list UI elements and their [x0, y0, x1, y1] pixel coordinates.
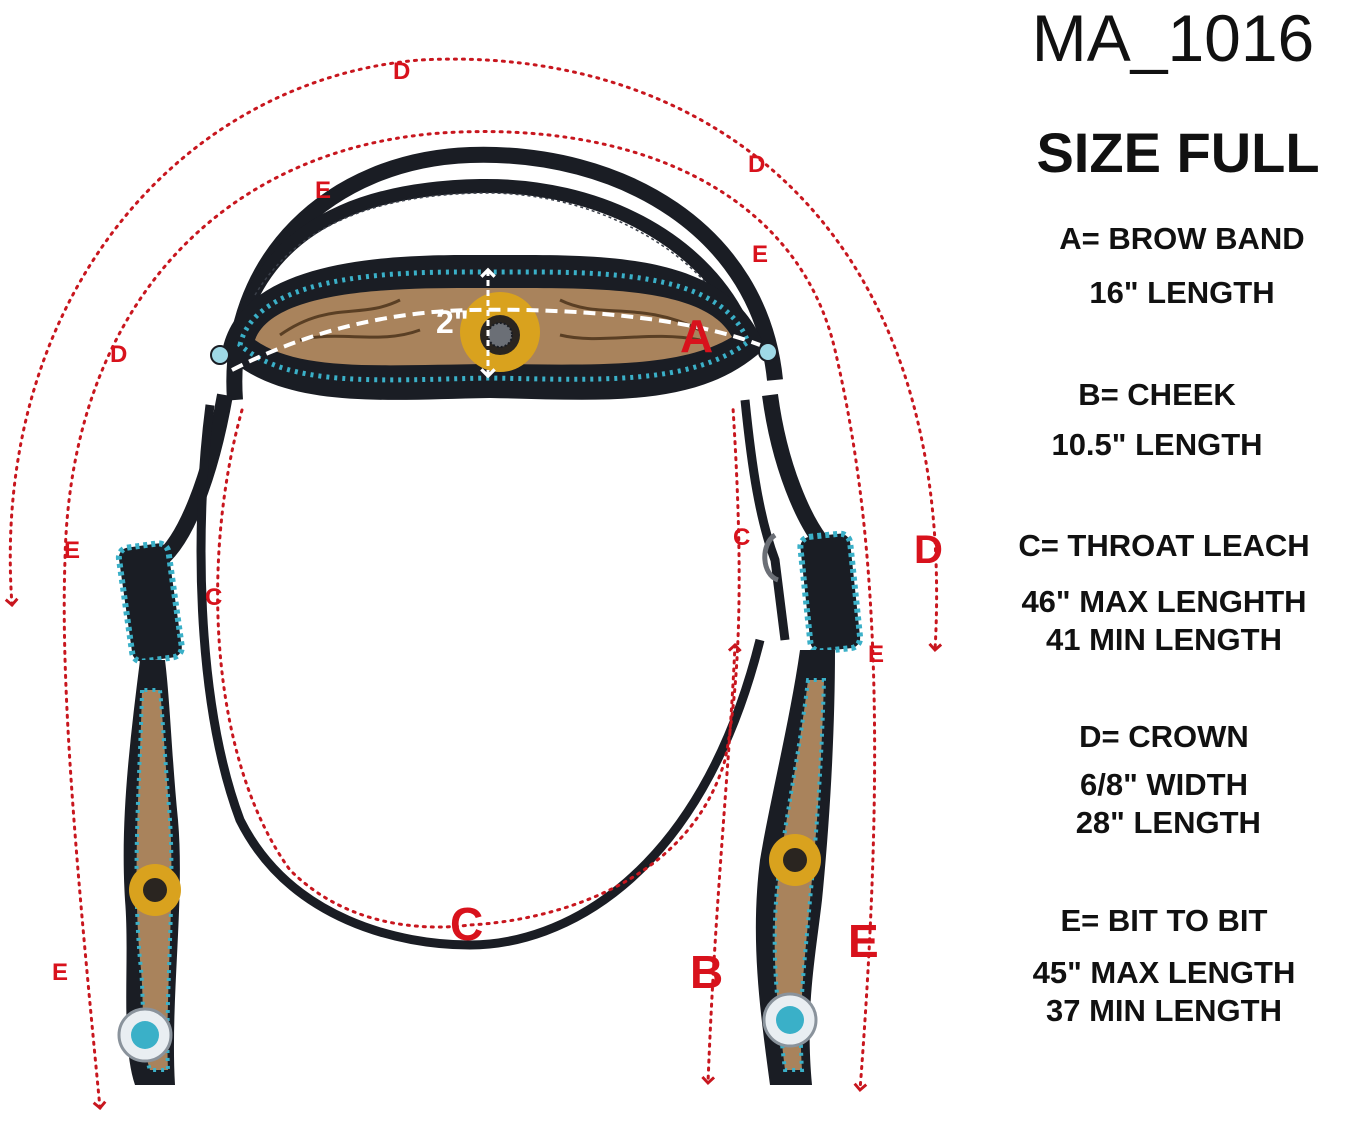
spec-bit-to-bit: E= BIT TO BIT 45" MAX LENGTH 37 MIN LENG… [982, 902, 1346, 1030]
spec-line: 46" MAX LENGHTH [1021, 584, 1307, 619]
measure-d-arc [4, 57, 943, 653]
left-cheek-piece [115, 393, 233, 1085]
label-e-top-right: E [752, 241, 768, 268]
spec-heading: B= CHEEK [1078, 377, 1236, 412]
label-brow-width: 2" [436, 304, 469, 340]
label-c-bottom: C [450, 898, 483, 950]
label-d-top: D [393, 58, 410, 85]
spec-line: 28" LENGTH [1067, 805, 1261, 840]
label-c-right: C [733, 524, 750, 551]
throat-latch-strap [196, 399, 790, 950]
headstall-diagram: D D E E D E C C D E E C B E A 2" [4, 57, 943, 1111]
spec-panel: MA_1016 SIZE FULL A= BROW BAND 16" LENGT… [1000, 0, 1346, 1122]
spec-line: 37 MIN LENGTH [1046, 993, 1282, 1028]
brow-band [210, 254, 778, 400]
measure-a-line [231, 267, 761, 379]
spec-line: 45" MAX LENGTH [1032, 955, 1296, 990]
label-e-right: E [868, 641, 884, 668]
label-a: A [680, 310, 713, 362]
label-b: B [690, 946, 723, 998]
label-d-right: D [914, 528, 943, 572]
spec-brow-band: A= BROW BAND 16" LENGTH [1000, 220, 1346, 312]
product-code: MA_1016 [1031, 1, 1315, 75]
label-c-left: C [205, 584, 222, 611]
label-e-bottom-right: E [848, 915, 879, 967]
measure-e-line [62, 130, 877, 1111]
spec-heading: A= BROW BAND [1059, 221, 1305, 256]
size-label: SIZE FULL [1036, 121, 1320, 184]
spec-heading: D= CROWN [1079, 719, 1249, 754]
spec-line: 41 MIN LENGTH [1046, 622, 1282, 657]
label-e-left: E [64, 537, 80, 564]
brow-sunflower [460, 292, 540, 372]
spec-throat-leach: C= THROAT LEACH 46" MAX LENGHTH 41 MIN L… [982, 527, 1346, 659]
spec-line: 10.5" LENGTH [1051, 427, 1263, 462]
spec-heading: E= BIT TO BIT [1060, 903, 1268, 938]
measure-b-line [701, 642, 742, 1086]
label-d-right-upper: D [748, 151, 765, 178]
spec-cheek: B= CHEEK 10.5" LENGTH [975, 376, 1339, 464]
right-cheek-piece [755, 393, 864, 1085]
spec-crown: D= CROWN 6/8" WIDTH 28" LENGTH [982, 718, 1346, 842]
crown-strap [226, 146, 783, 401]
spec-line: 6/8" WIDTH [1080, 767, 1248, 802]
spec-line: 16" LENGTH [1089, 275, 1275, 310]
label-e-top-left: E [315, 177, 331, 204]
spec-heading: C= THROAT LEACH [1018, 528, 1310, 563]
measure-c-line [216, 406, 741, 929]
label-e-bottom-left: E [52, 959, 68, 986]
label-d-left: D [110, 341, 127, 368]
